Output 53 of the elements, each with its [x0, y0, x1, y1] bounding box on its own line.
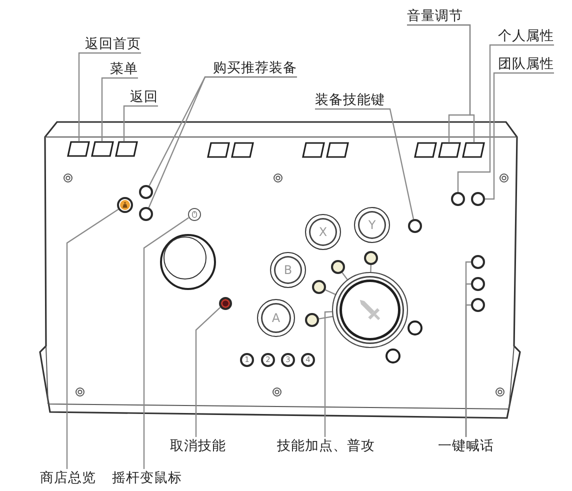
round-button	[408, 219, 422, 233]
round-button	[451, 192, 465, 206]
callout-label: 返回	[130, 88, 158, 106]
round-button	[117, 197, 133, 213]
leader-line	[66, 208, 119, 469]
leader-line	[325, 289, 336, 295]
round-button	[312, 280, 326, 294]
leader-line	[324, 311, 332, 437]
round-button	[471, 277, 485, 291]
leader-line	[78, 52, 141, 141]
callout-label: 取消技能	[170, 437, 226, 455]
leader-line	[195, 306, 221, 437]
arcade-button: Y	[354, 207, 390, 243]
leader-line	[315, 108, 414, 220]
leader-line	[143, 217, 189, 469]
attack-button	[332, 272, 408, 348]
leader-line	[148, 76, 297, 208]
leader-line	[370, 264, 372, 272]
leader-line	[318, 316, 333, 320]
leader-line	[485, 72, 554, 200]
callout-label: 团队属性	[498, 55, 554, 73]
leader-line	[101, 77, 138, 141]
round-button	[139, 185, 153, 199]
round-button	[471, 192, 485, 206]
key-button	[438, 142, 461, 158]
round-button	[139, 207, 153, 221]
callout-label: 返回首页	[85, 35, 141, 53]
callout-label: 个人属性	[498, 27, 554, 45]
round-button	[471, 255, 485, 269]
callout-label: 购买推荐装备	[213, 59, 297, 77]
callout-label: 摇杆变鼠标	[112, 469, 182, 487]
arcade-button: X	[305, 214, 341, 250]
round-button	[305, 313, 319, 327]
round-button	[471, 298, 485, 312]
key-button	[115, 141, 138, 157]
leader-line	[457, 44, 554, 192]
leader-line	[123, 105, 158, 141]
round-button	[331, 260, 345, 274]
round-button	[364, 251, 378, 265]
key-button	[91, 141, 114, 157]
key-button	[67, 141, 90, 157]
callout-label: 一键喊话	[438, 437, 494, 455]
callout-label: 技能加点、普攻	[277, 437, 375, 455]
callout-label: 装备技能键	[315, 91, 385, 109]
arcade-button: B	[270, 252, 306, 288]
callout-label: 商店总览	[40, 469, 96, 487]
leader-line	[342, 272, 348, 280]
callout-label: 菜单	[110, 60, 138, 78]
key-button	[462, 142, 485, 158]
round-button	[188, 208, 200, 220]
arcade-button: A	[257, 299, 295, 337]
round-button	[218, 296, 232, 310]
callout-label: 音量调节	[407, 7, 463, 25]
